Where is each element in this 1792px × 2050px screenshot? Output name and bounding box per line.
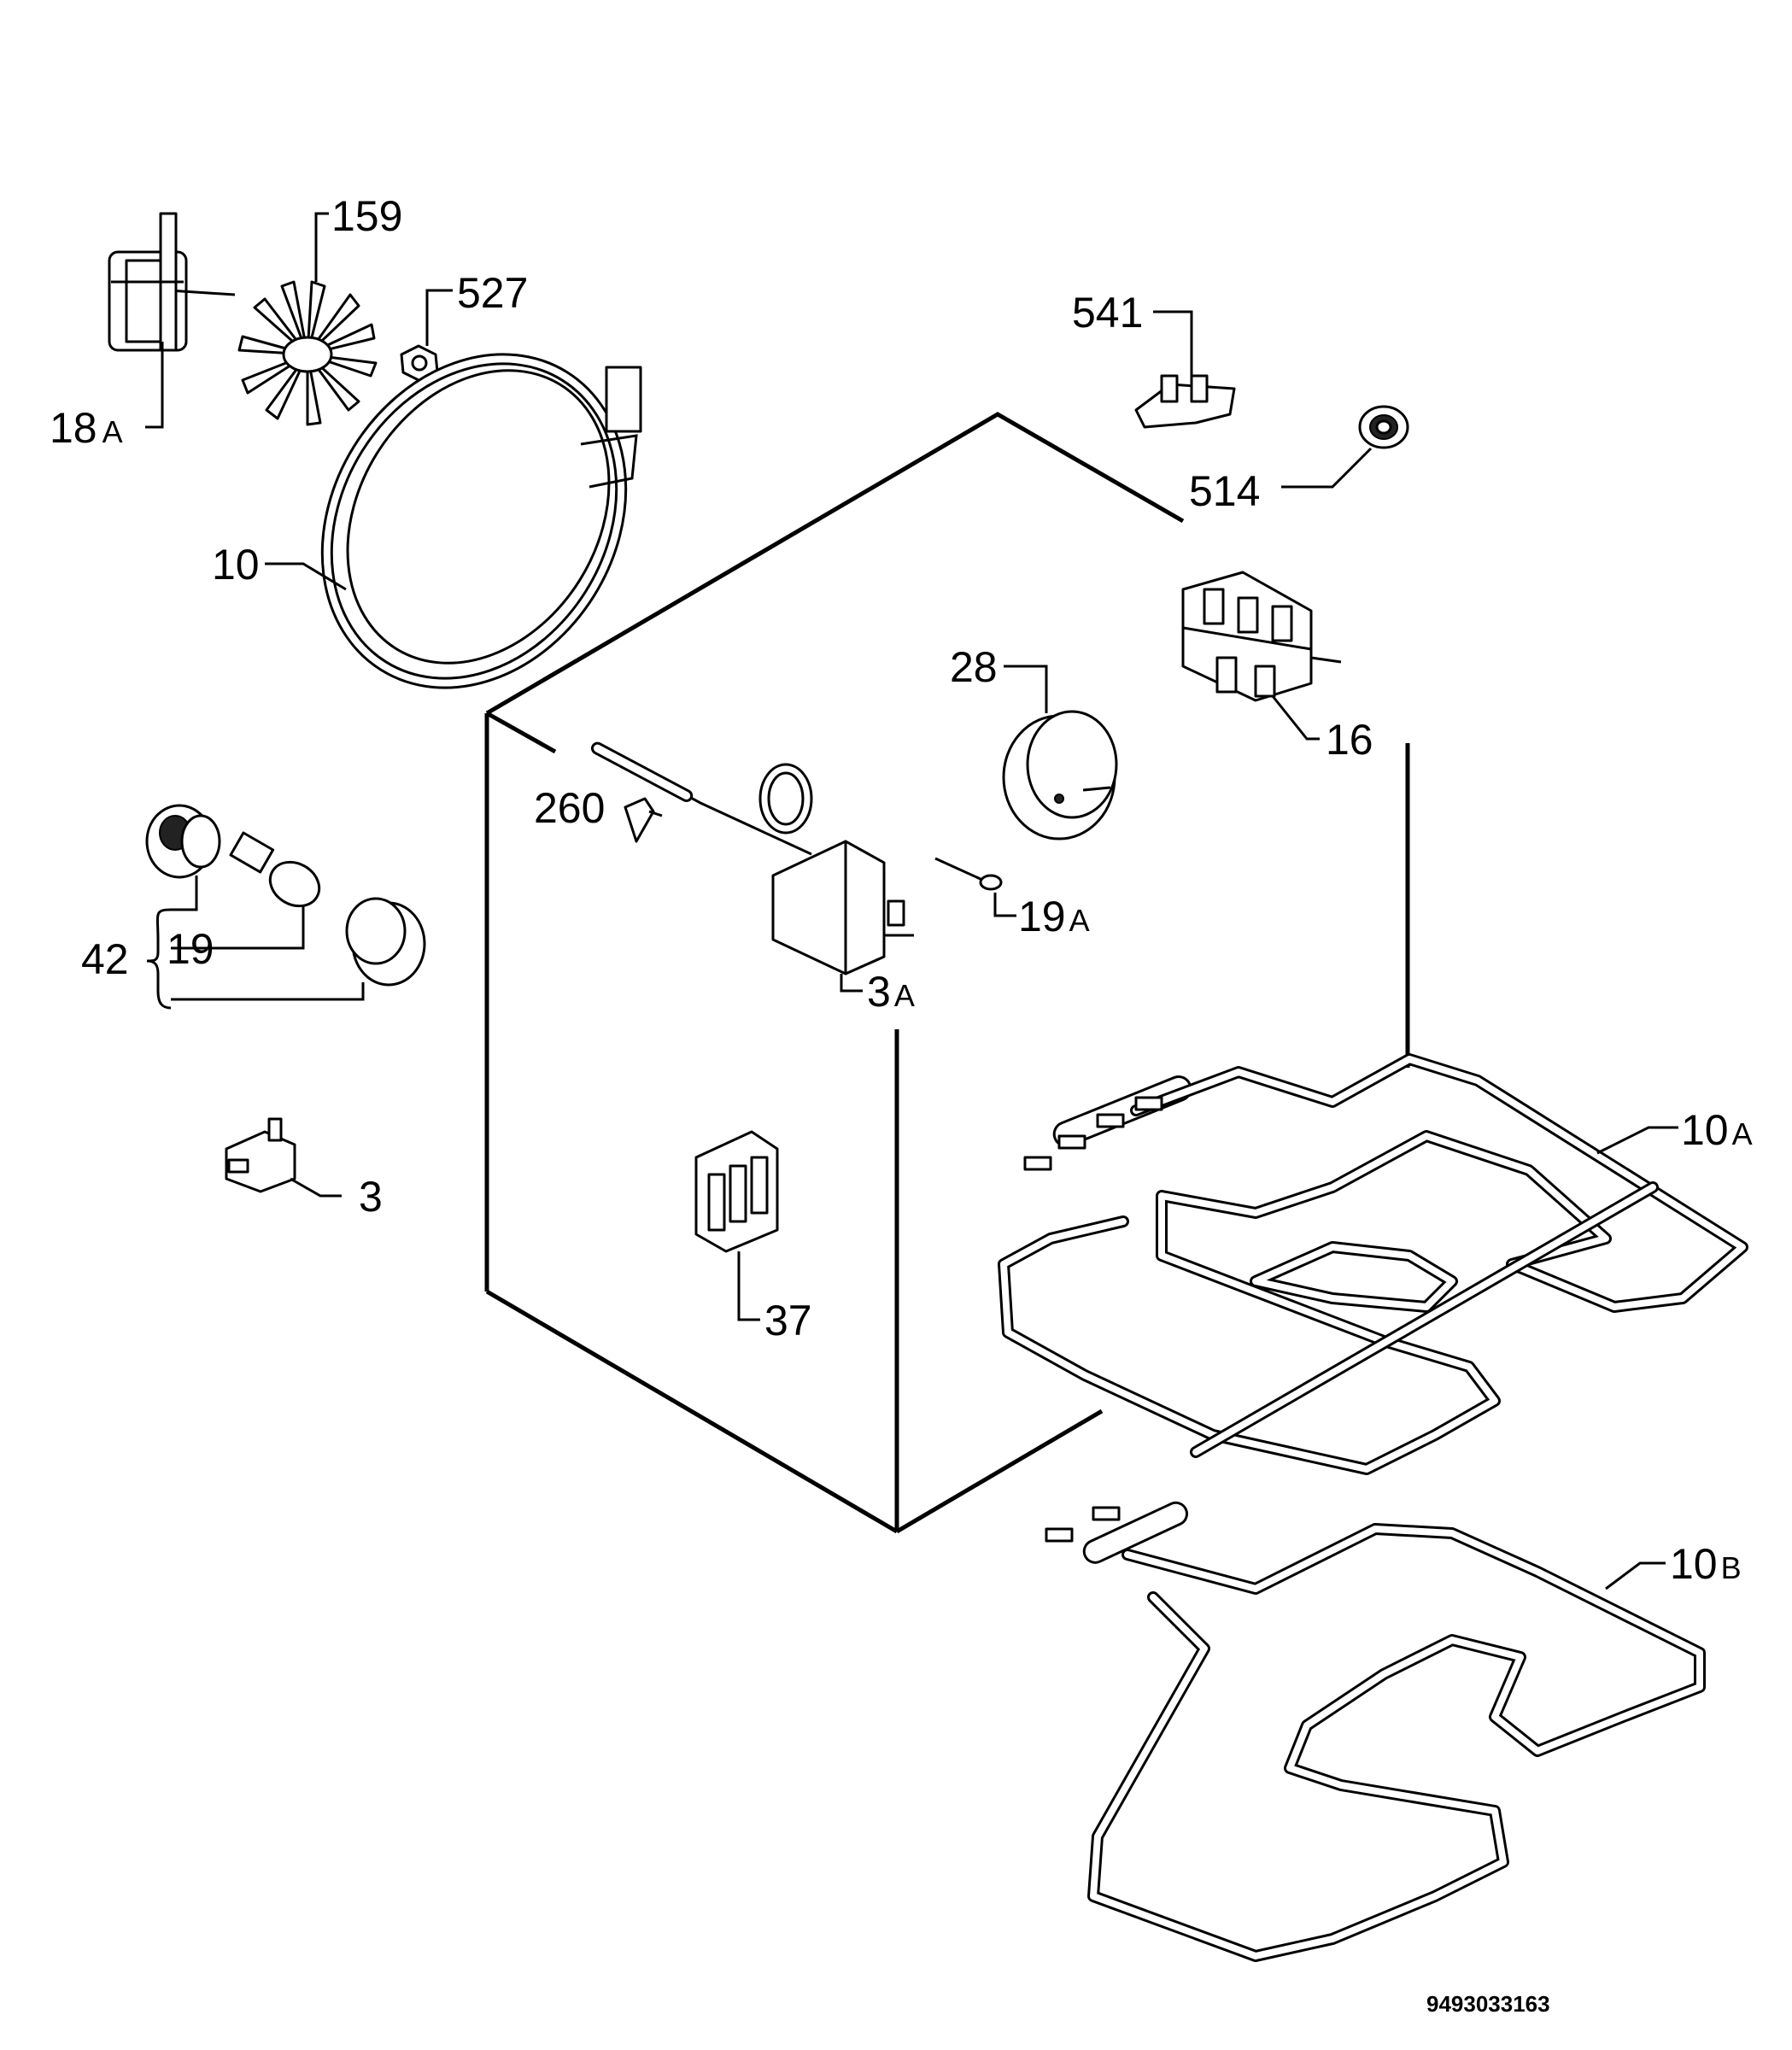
leader-16 <box>1271 695 1320 741</box>
leader-541 <box>1153 310 1193 380</box>
terminal-block-part <box>694 1130 779 1253</box>
bottom-heating-element-part <box>1045 1501 1706 1962</box>
lamp-holder-part <box>145 804 221 879</box>
fan-motor-part <box>108 212 236 352</box>
fan-nut-part <box>400 344 439 383</box>
leader-28 <box>1004 665 1048 713</box>
label-527: 527 <box>457 269 528 317</box>
label-19: 19 <box>167 925 214 973</box>
label-28: 28 <box>950 643 998 691</box>
capillary-clip-part <box>624 797 663 843</box>
timer-part <box>1002 710 1118 840</box>
leader-18A <box>145 342 164 429</box>
top-heating-element-part <box>998 1053 1748 1475</box>
selector-switch-part <box>1181 571 1342 702</box>
label-159: 159 <box>331 192 402 240</box>
leader-159 <box>314 212 329 282</box>
leader-3A <box>840 974 863 993</box>
label-541: 541 <box>1072 289 1143 337</box>
leader-10B <box>1605 1561 1666 1590</box>
lamp-bulb-part <box>229 831 321 908</box>
leader-514 <box>1281 447 1373 489</box>
label-10: 10 <box>212 541 260 589</box>
leader-19A <box>993 893 1016 917</box>
leader-10 <box>265 562 347 591</box>
label-42: 42 <box>81 935 129 983</box>
fan-blade-part <box>237 280 378 426</box>
lamp-wire-part <box>934 857 1003 891</box>
label-3: 3 <box>359 1173 383 1221</box>
lamp-cover-part <box>345 897 426 987</box>
leader-3 <box>290 1177 342 1198</box>
label-16: 16 <box>1326 716 1373 764</box>
thermostat-part <box>590 741 914 975</box>
diagram-code: 9493033163 <box>1426 1991 1550 2017</box>
label-37: 37 <box>764 1297 812 1344</box>
circular-heating-element-part <box>320 353 642 689</box>
leader-37 <box>737 1251 760 1321</box>
bracket-42 <box>146 876 365 1010</box>
leader-10A <box>1596 1126 1678 1155</box>
leader-527 <box>425 289 453 346</box>
thermal-cutout-part <box>225 1117 296 1193</box>
label-260: 260 <box>534 784 605 832</box>
oven-cavity-outline <box>484 412 1410 1534</box>
thermostat-clip-part <box>1134 374 1236 429</box>
grommet-part <box>1358 405 1409 449</box>
label-514: 514 <box>1189 467 1260 515</box>
